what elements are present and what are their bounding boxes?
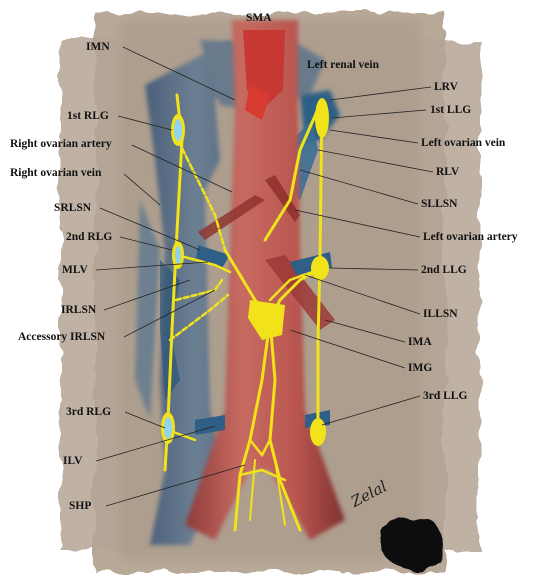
label-imn: IMN: [86, 41, 110, 54]
label-img: IMG: [408, 362, 432, 375]
label-mlv: MLV: [62, 264, 88, 277]
label-sllsn: SLLSN: [421, 198, 457, 211]
label-1st-rlg: 1st RLG: [67, 110, 109, 123]
label-2nd-llg: 2nd LLG: [421, 264, 467, 277]
label-accessory-irlsn: Accessory IRLSN: [18, 331, 105, 344]
label-srlsn: SRLSN: [54, 202, 91, 215]
label-left-ovarian-vein: Left ovarian vein: [421, 137, 505, 150]
label-right-ovarian-vein: Right ovarian vein: [10, 167, 101, 180]
label-3rd-rlg: 3rd RLG: [66, 406, 111, 419]
label-sma: SMA: [246, 12, 272, 25]
label-ilv: ILV: [63, 455, 82, 468]
label-left-ovarian-artery: Left ovarian artery: [423, 231, 518, 244]
label-irlsn: IRLSN: [61, 304, 96, 317]
label-lrv: LRV: [434, 81, 458, 94]
label-1st-llg: 1st LLG: [430, 104, 471, 117]
label-2nd-rlg: 2nd RLG: [66, 231, 112, 244]
label-ima: IMA: [408, 336, 432, 349]
label-shp: SHP: [69, 500, 91, 513]
label-left-renal-vein: Left renal vein: [307, 59, 379, 72]
ink-smudge: [383, 518, 444, 570]
label-3rd-llg: 3rd LLG: [423, 390, 467, 403]
label-right-ovarian-artery: Right ovarian artery: [10, 138, 112, 151]
label-rlv: RLV: [436, 166, 459, 179]
label-illsn: ILLSN: [423, 308, 458, 321]
